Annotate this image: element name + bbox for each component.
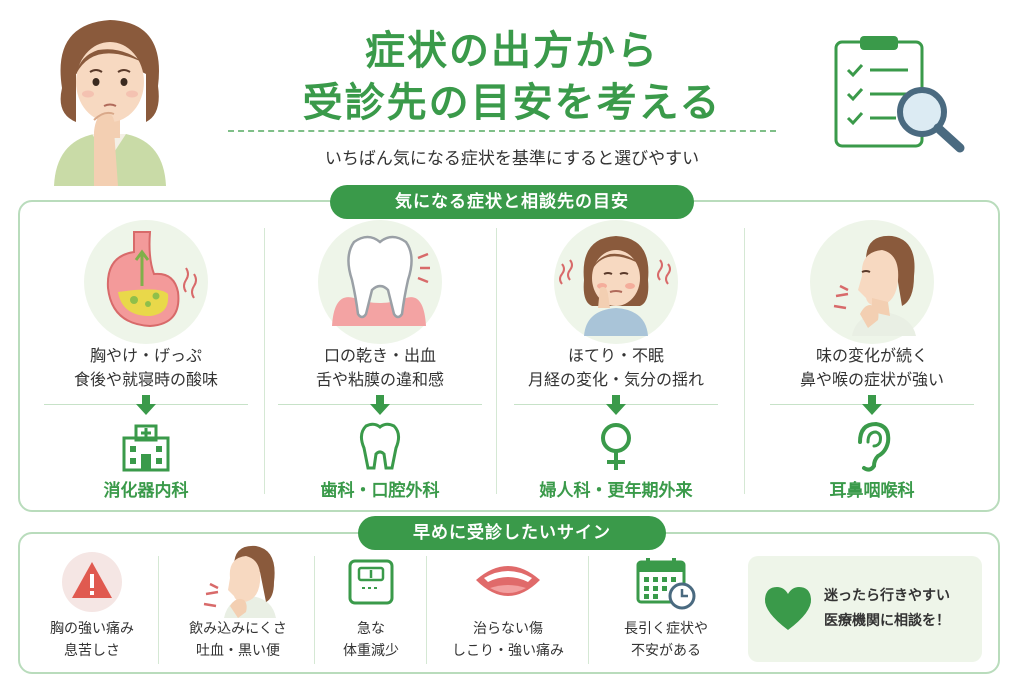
section-label-warning-signs: 早めに受診したいサイン <box>358 516 666 550</box>
title-divider <box>228 130 776 132</box>
arrow-down-icon <box>862 395 882 415</box>
worried-woman-illustration <box>54 20 166 186</box>
warning-sign-item: 治らない傷 しこり・強い痛み <box>430 552 586 668</box>
warning-sign-text: 飲み込みにくさ 吐血・黒い便 <box>189 621 287 659</box>
section-label-symptoms: 気になる症状と相談先の目安 <box>330 185 694 219</box>
symptom-text: 胸やけ・げっぷ 食後や就寝時の酸味 <box>73 346 218 389</box>
arrow-down-icon <box>606 395 626 415</box>
warning-icon <box>62 552 122 612</box>
woman-throat-icon <box>833 235 916 336</box>
mouth-icon <box>476 566 540 596</box>
department-name: 歯科・口腔外科 <box>320 481 440 501</box>
page-title-line1: 症状の出方から <box>365 28 659 74</box>
column-divider <box>496 228 497 494</box>
department-name: 耳鼻咽喉科 <box>829 481 915 501</box>
clipboard-magnifier-icon <box>834 36 965 153</box>
page-subtitle: いちばん気になる症状を基準にすると選びやすい <box>324 149 700 169</box>
arrow-down-icon <box>136 395 156 415</box>
warning-sign-item: 胸の強い痛み 息苦しさ <box>30 552 154 668</box>
arrow-down-icon <box>370 395 390 415</box>
tooth-gum-icon <box>332 235 430 326</box>
page-title-line2: 受診先の目安を考える <box>302 80 722 126</box>
heart-icon <box>764 587 812 630</box>
guide-column-gastro: 胸やけ・げっぷ 食後や就寝時の酸味 消化器内科 <box>30 214 262 508</box>
symptom-text: 味の変化が続く 鼻や喉の症状が強い <box>799 346 944 389</box>
stomach-icon <box>106 231 197 328</box>
symptom-text: 口の乾き・出血 舌や粘膜の違和感 <box>315 346 444 389</box>
consult-note-box: 迷ったら行きやすい 医療機関に相談を！ <box>748 556 982 662</box>
hospital-icon <box>122 424 170 472</box>
column-divider <box>426 556 427 664</box>
guide-column-gynecology: ほてり・不眠 月経の変化・気分の揺れ 婦人科・更年期外来 <box>500 214 732 508</box>
consult-note-text: 迷ったら行きやすい 医療機関に相談を！ <box>824 588 950 629</box>
scale-icon <box>348 559 394 605</box>
warning-sign-text: 急な 体重減少 <box>343 621 399 659</box>
symptom-text: ほてり・不眠 月経の変化・気分の揺れ <box>527 346 704 389</box>
ear-icon <box>858 421 891 472</box>
warning-sign-item: 飲み込みにくさ 吐血・黒い便 <box>164 545 312 668</box>
tooth-icon <box>359 422 401 470</box>
calendar-clock-icon <box>636 558 696 610</box>
warning-sign-item: 急な 体重減少 <box>318 552 424 668</box>
guide-column-dental: 口の乾き・出血 舌や粘膜の違和感 歯科・口腔外科 <box>264 214 496 508</box>
department-name: 消化器内科 <box>103 481 189 501</box>
woman-flushed-icon <box>559 236 671 336</box>
column-divider <box>158 556 159 664</box>
warning-sign-text: 長引く症状や 不安がある <box>624 621 708 659</box>
warning-sign-text: 治らない傷 しこり・強い痛み <box>452 621 564 659</box>
column-divider <box>314 556 315 664</box>
guide-column-ent: 味の変化が続く 鼻や喉の症状が強い 耳鼻咽喉科 <box>756 214 988 508</box>
column-divider <box>264 228 265 494</box>
female-symbol-icon <box>601 423 631 470</box>
department-name: 婦人科・更年期外来 <box>539 481 693 501</box>
column-divider <box>744 228 745 494</box>
warning-sign-text: 胸の強い痛み 息苦しさ <box>50 621 134 659</box>
warning-sign-item: 長引く症状や 不安がある <box>592 552 740 668</box>
column-divider <box>588 556 589 664</box>
throat-pain-icon <box>203 545 276 618</box>
